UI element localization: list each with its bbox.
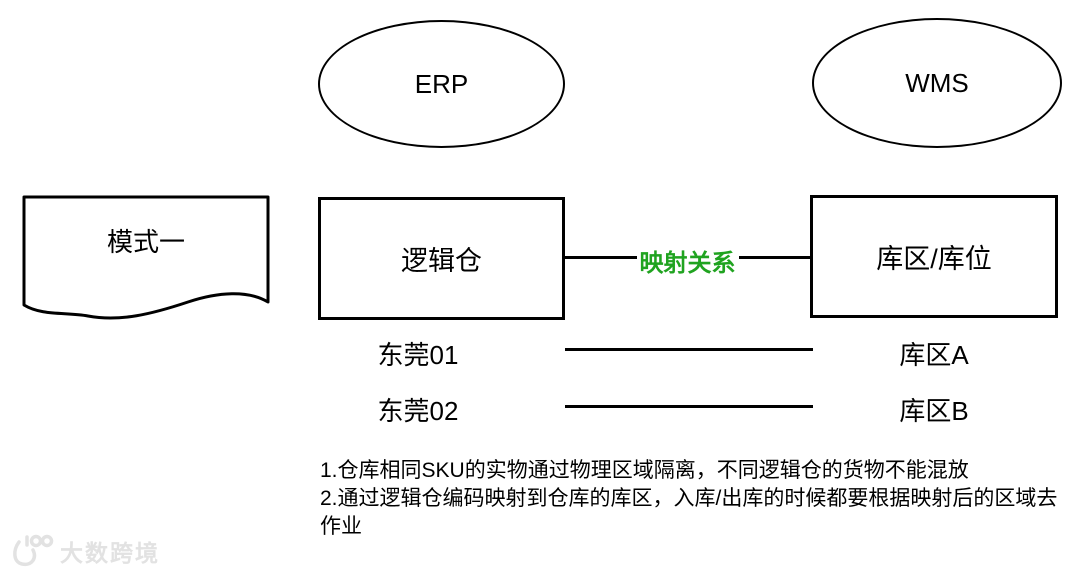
mapping-label: 映射关系 xyxy=(636,243,739,278)
notes: 1.仓库相同SKU的实物通过物理区域隔离，不同逻辑仓的货物不能混放 2.通过逻辑… xyxy=(320,457,1065,541)
row-right-label: 库区A xyxy=(899,340,969,370)
wms-ellipse: WMS xyxy=(812,18,1062,148)
watermark-text: 大数跨境 xyxy=(60,540,160,566)
storage-area-box: 库区/库位 xyxy=(810,195,1058,318)
erp-label: ERP xyxy=(414,68,469,99)
logical-warehouse-box: 逻辑仓 xyxy=(318,197,565,320)
storage-area-label: 库区/库位 xyxy=(876,244,992,274)
row-connector-line xyxy=(565,348,813,351)
row-right-label: 库区B xyxy=(899,396,969,426)
erp-ellipse: ERP xyxy=(318,20,565,148)
mode-label: 模式一 xyxy=(106,227,185,257)
row-connector-line xyxy=(565,405,813,408)
note-line: 2.通过逻辑仓编码映射到仓库的库区，入库/出库的时候都要根据映射后的区域去 xyxy=(320,487,1058,510)
mode-document-shape xyxy=(22,195,270,320)
row-left-label: 东莞01 xyxy=(377,340,459,370)
watermark: 大数跨境 xyxy=(10,533,160,569)
row-left-label: 东莞02 xyxy=(377,396,459,426)
note-line: 1.仓库相同SKU的实物通过物理区域隔离，不同逻辑仓的货物不能混放 xyxy=(320,459,969,482)
wms-label: WMS xyxy=(905,67,969,98)
logical-warehouse-label: 逻辑仓 xyxy=(401,246,482,276)
mapping-label-wrap: 映射关系 xyxy=(565,243,810,278)
watermark-logo-icon xyxy=(13,534,54,567)
note-line: 作业 xyxy=(320,515,362,538)
